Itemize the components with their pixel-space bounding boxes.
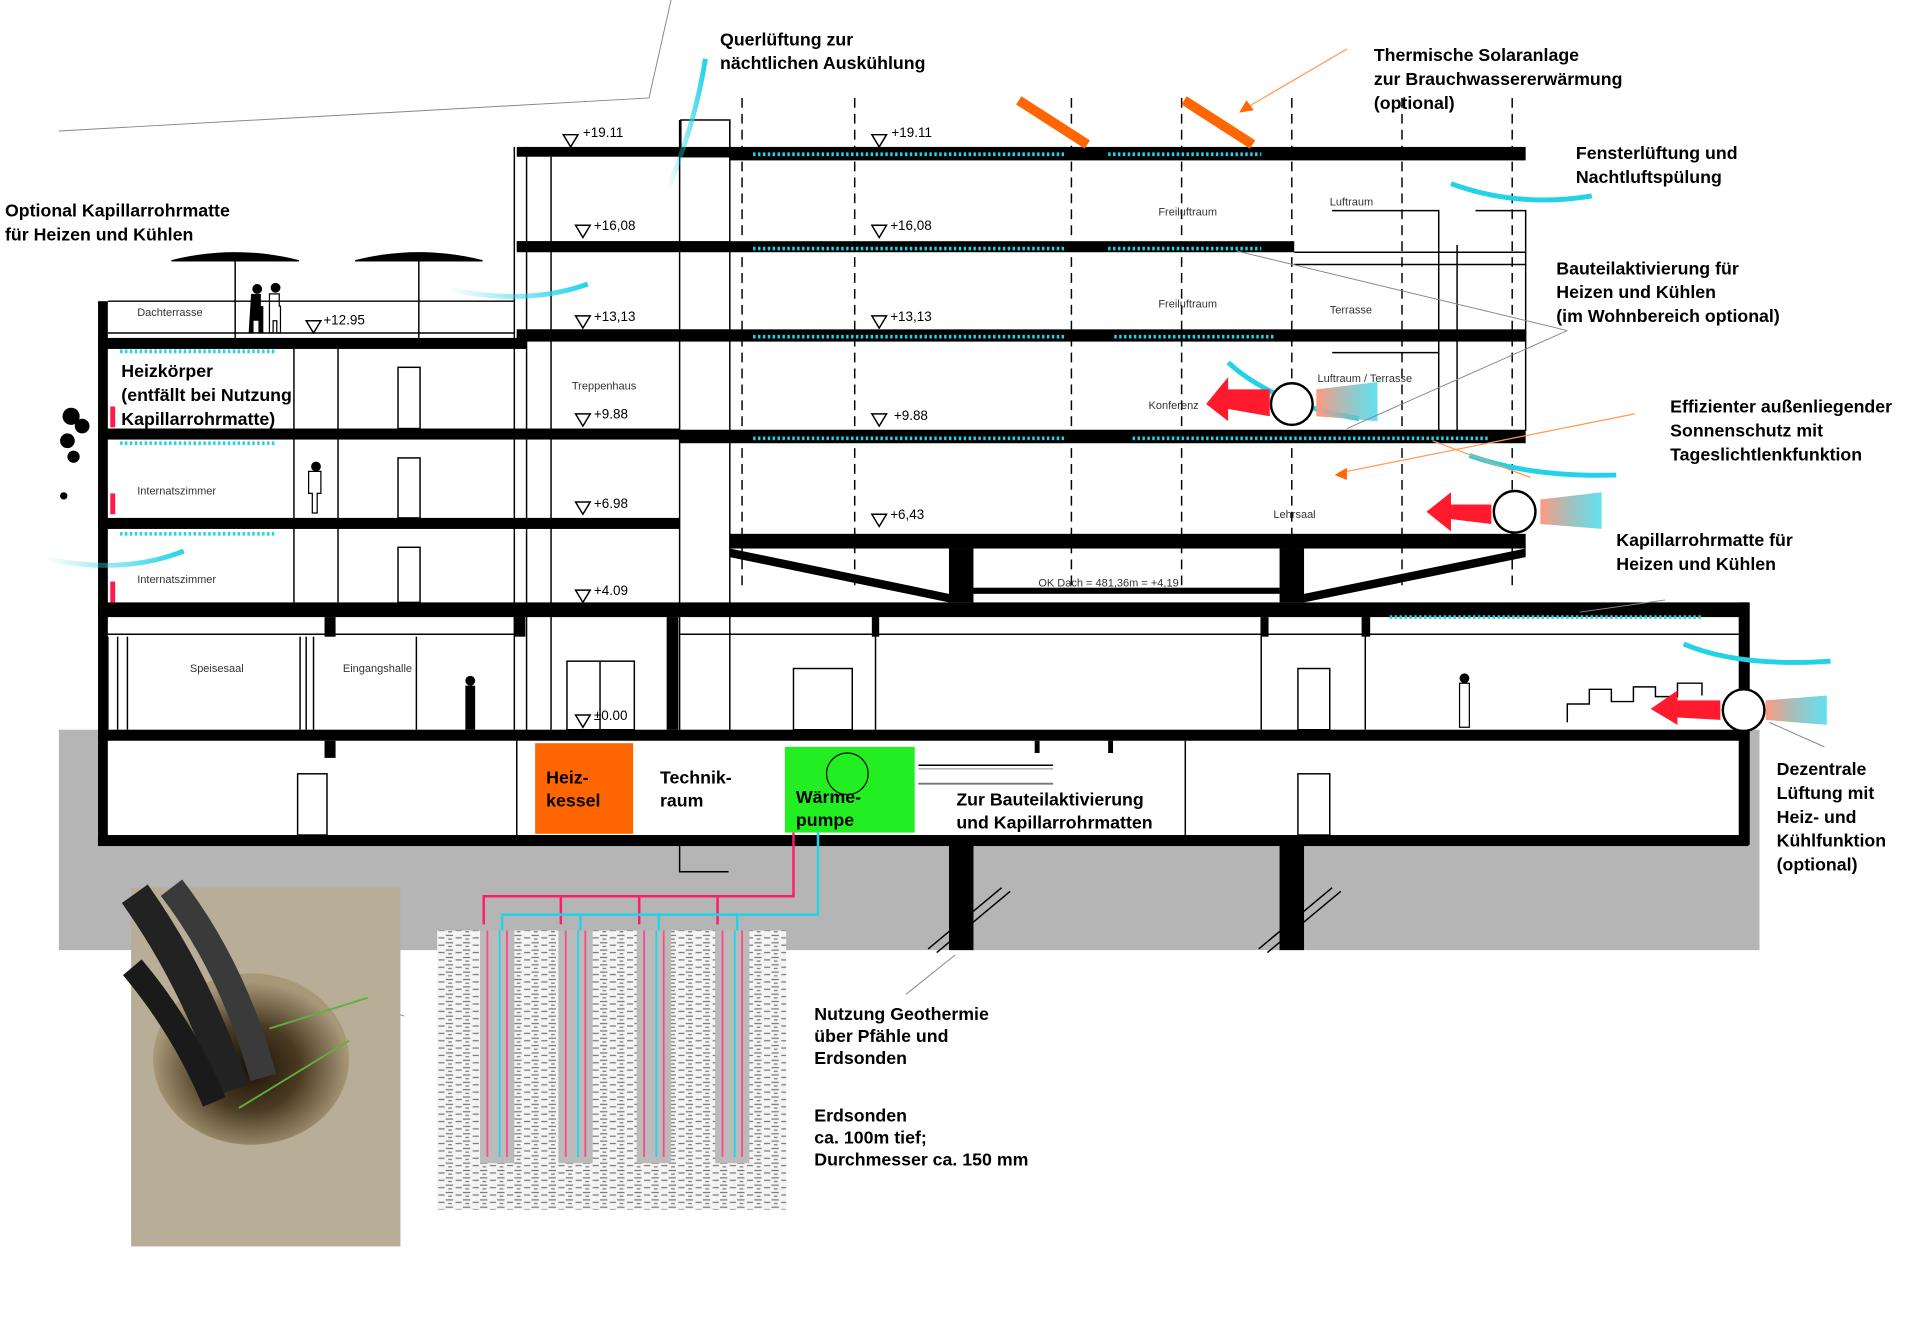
svg-text:Internatszimmer: Internatszimmer [137, 486, 216, 498]
person-icons [248, 282, 1470, 730]
svg-text:+4.09: +4.09 [594, 583, 628, 598]
borehole-photo [121, 879, 401, 1247]
svg-text:Luftraum / Terrasse: Luftraum / Terrasse [1318, 373, 1413, 385]
heizkessel-box [535, 743, 634, 834]
site-line [58, 0, 672, 132]
svg-text:Terrasse: Terrasse [1330, 304, 1372, 316]
svg-text:Freiluftraum: Freiluftraum [1158, 206, 1217, 218]
solar-panel-icons [1016, 96, 1256, 149]
geothermal-pipes [482, 832, 820, 931]
svg-text:+9.88: +9.88 [594, 407, 628, 422]
svg-text:Eingangshalle: Eingangshalle [343, 663, 412, 675]
label-waermepumpe: Wärme-pumpe [796, 787, 861, 830]
svg-text:+19.11: +19.11 [583, 125, 624, 140]
svg-text:+16,08: +16,08 [594, 218, 636, 233]
svg-text:+6,43: +6,43 [890, 507, 924, 522]
pump-icon [825, 752, 869, 796]
label-technikraum: Technik-raum [660, 768, 732, 811]
label-heizkessel: Heiz-kessel [546, 768, 600, 811]
elevation-markers: +19.11 +19.11 +16,08 +16,08 +13,13 +13,1… [304, 125, 932, 729]
ventilation-unit-icons [1206, 377, 1827, 733]
svg-text:Internatszimmer: Internatszimmer [137, 574, 216, 586]
svg-text:+13,13: +13,13 [594, 309, 636, 324]
svg-text:+16,08: +16,08 [890, 218, 932, 233]
room-labels: Dachterrasse Internatszimmer Internatszi… [137, 197, 1412, 675]
svg-text:Freiluftraum: Freiluftraum [1158, 298, 1217, 310]
svg-text:±0.00: ±0.00 [594, 708, 628, 723]
basement [98, 732, 1749, 845]
waermepumpe-box [784, 746, 915, 833]
umbrella-icons [171, 252, 483, 338]
svg-text:Luftraum: Luftraum [1330, 197, 1373, 209]
ground-probes [480, 930, 750, 1164]
svg-text:OK Dach = 481,36m = +4,19: OK Dach = 481,36m = +4,19 [1038, 577, 1178, 589]
svg-text:Treppenhaus: Treppenhaus [572, 380, 637, 392]
arrowheads [1239, 100, 1347, 480]
tree-icon [60, 407, 90, 500]
svg-text:+9.88: +9.88 [894, 408, 928, 423]
svg-text:Speisesaal: Speisesaal [190, 663, 244, 675]
svg-text:Konferenz: Konferenz [1149, 400, 1199, 412]
svg-text:+6.98: +6.98 [594, 496, 628, 511]
svg-text:+13,13: +13,13 [890, 309, 932, 324]
svg-text:+19.11: +19.11 [891, 125, 932, 140]
capillary-mats [120, 152, 1702, 619]
svg-text:Dachterrasse: Dachterrasse [137, 307, 202, 319]
stairs [1566, 682, 1703, 723]
svg-text:Lehrsaal: Lehrsaal [1273, 509, 1315, 521]
svg-text:+12.95: +12.95 [323, 312, 365, 327]
radiator-icons [110, 406, 116, 603]
